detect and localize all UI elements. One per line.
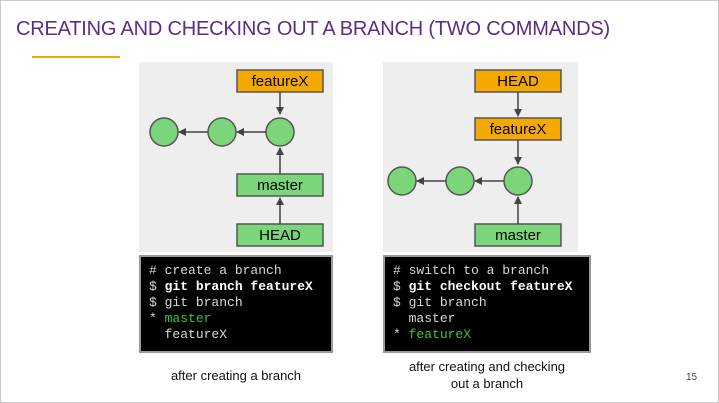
terminal-line: # create a branch [149,263,282,278]
left-branch-diagram: featureX master HEAD [149,69,324,247]
right-terminal: # switch to a branch $ git checkout feat… [383,255,591,353]
terminal-line: # switch to a branch [393,263,550,278]
left-terminal: # create a branch $ git branch featureX … [139,255,333,353]
slide-title: CREATING AND CHECKING OUT A BRANCH (TWO … [16,18,610,40]
left-commit-1 [149,117,179,147]
terminal-line: $ git checkout featureX [393,279,573,294]
terminal-line: $ git branch featureX [149,279,313,294]
terminal-line: * master [149,311,212,326]
left-commit-3 [265,117,295,147]
left-master-label: master [257,177,303,194]
left-diagram-panel: featureX master HEAD [139,62,333,252]
right-caption: after creating and checking out a branch [408,359,566,391]
right-commit-1 [387,166,417,196]
terminal-line: master [408,311,456,326]
page-number: 15 [686,372,698,383]
terminal-line: $ git branch [149,295,243,310]
right-featurex-label: featureX [490,121,547,138]
right-master-label: master [495,227,541,244]
right-head-label: HEAD [497,73,539,90]
terminal-line: * featureX [393,327,472,342]
left-head-label: HEAD [259,227,301,244]
right-branch-diagram: HEAD featureX master [387,69,562,247]
title-accent-underline [32,56,120,58]
right-diagram-panel: HEAD featureX master [383,62,578,252]
terminal-line: featureX [164,327,228,342]
right-commit-3 [503,166,533,196]
right-commit-2 [445,166,475,196]
terminal-line: $ git branch [393,295,487,310]
left-featurex-label: featureX [252,73,309,90]
left-commit-2 [207,117,237,147]
left-caption: after creating a branch [170,368,302,383]
